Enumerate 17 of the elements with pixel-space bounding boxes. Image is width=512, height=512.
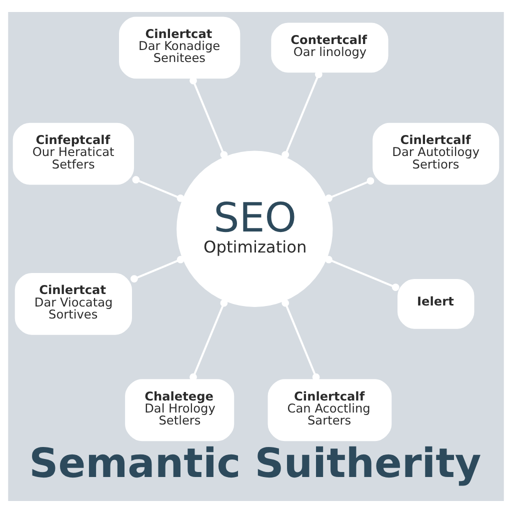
connector <box>130 255 184 282</box>
connector <box>325 255 400 290</box>
node-box: Contertcalf Oar linology <box>271 22 388 72</box>
connector <box>190 76 228 158</box>
connector <box>132 176 184 202</box>
connector <box>282 298 320 380</box>
node-box: Chaletege Dal Hrology Setlers <box>125 378 234 441</box>
node-box: Cinlertcat Dar Viocatag Sortives <box>14 272 132 334</box>
node-box: Cinlertcat Dar Konadige Senitees <box>119 16 240 78</box>
connector <box>190 298 228 380</box>
node-box: Cinlertcalf Dar Autotilogy Sertiors <box>372 122 500 184</box>
node-box: Cinfeptcalf Our Heraticat Setfers <box>12 122 134 184</box>
connector <box>325 176 374 202</box>
node-box: Cinlertcalf Can Acoctling Sarters <box>268 378 392 441</box>
node-box: Ielert <box>398 278 474 328</box>
caption: Semantic Suitherity <box>29 439 482 486</box>
connector <box>282 70 322 158</box>
